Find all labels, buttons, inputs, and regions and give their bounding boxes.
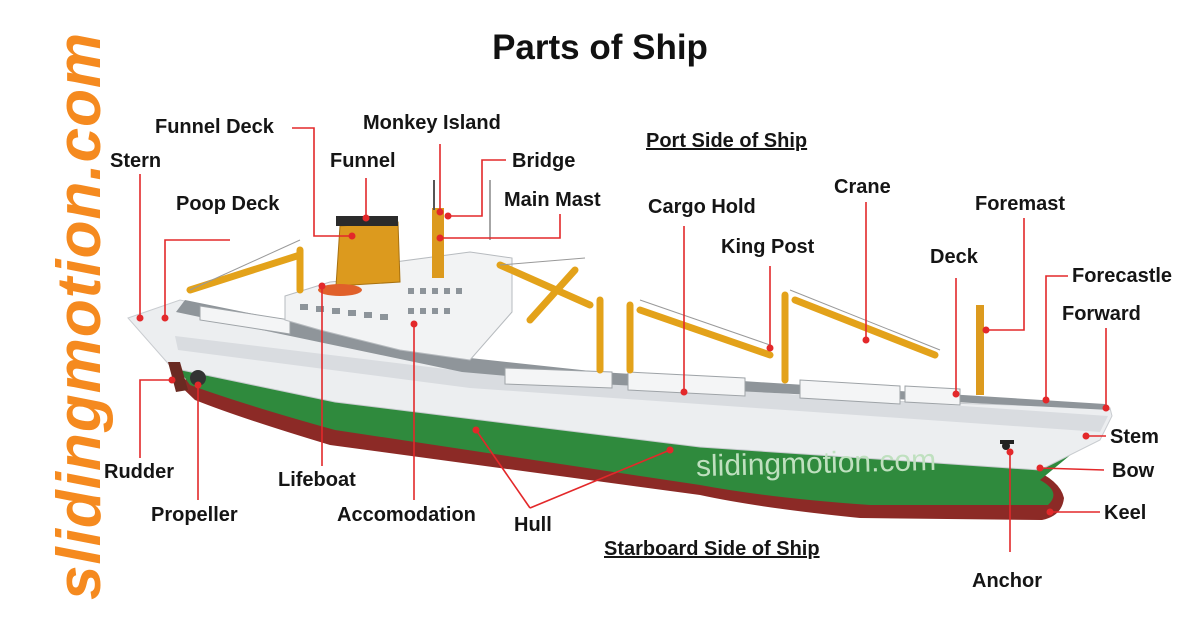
propeller <box>190 370 206 386</box>
label-propeller: Propeller <box>151 504 238 526</box>
label-deck: Deck <box>930 246 978 268</box>
port-side-heading: Port Side of Ship <box>646 130 808 152</box>
funnel <box>335 221 401 287</box>
leader-lines <box>139 127 1107 552</box>
main-mast <box>432 208 444 278</box>
anchor <box>1000 440 1014 450</box>
label-bridge: Bridge <box>512 150 576 172</box>
label-stern: Stern <box>110 150 162 172</box>
label-stem: Stem <box>1110 426 1159 448</box>
label-bow: Bow <box>1112 460 1155 482</box>
label-forward: Forward <box>1062 303 1141 325</box>
label-hull: Hull <box>514 514 552 536</box>
label-funnel-deck: Funnel Deck <box>155 116 274 138</box>
label-main-mast: Main Mast <box>504 189 601 211</box>
label-keel: Keel <box>1104 502 1147 524</box>
hull-watermark: slidingmotion.com <box>695 443 937 484</box>
starboard-side-heading: Starboard Side of Ship <box>604 538 820 560</box>
label-forecastle: Forecastle <box>1072 265 1173 287</box>
label-king-post: King Post <box>721 236 815 258</box>
cargo-hatches <box>199 305 961 406</box>
label-crane: Crane <box>834 176 891 198</box>
label-monkey-island: Monkey Island <box>363 112 501 134</box>
label-funnel: Funnel <box>330 150 396 172</box>
label-poop-deck: Poop Deck <box>176 193 280 215</box>
label-accomodation: Accomodation <box>337 504 476 526</box>
label-foremast: Foremast <box>975 193 1066 215</box>
label-lifeboat: Lifeboat <box>278 469 356 491</box>
cranes <box>186 246 939 384</box>
foremast <box>976 305 984 395</box>
rudder <box>168 362 188 392</box>
site-watermark: slidingmotion.com <box>45 31 114 600</box>
label-rudder: Rudder <box>104 461 174 483</box>
leader-dots <box>136 208 1110 516</box>
label-cargo-hold: Cargo Hold <box>648 196 756 218</box>
diagram-title: Parts of Ship <box>492 28 708 67</box>
label-anchor: Anchor <box>972 570 1042 592</box>
lifeboat <box>318 284 362 296</box>
ship-deck <box>176 300 1110 410</box>
